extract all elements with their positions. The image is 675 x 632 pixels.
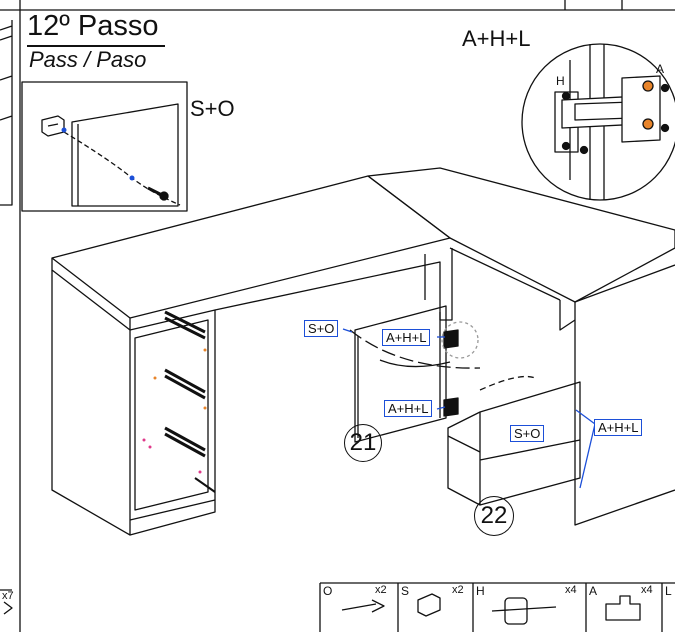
callout-so-drawer: S+O — [510, 425, 545, 442]
title-underline — [27, 45, 165, 47]
step-title: 12º Passo — [27, 10, 159, 42]
hw-qty-a: x4 — [641, 584, 653, 596]
desk-top-right — [367, 167, 675, 303]
detail-block — [41, 115, 65, 137]
detail-ahl-label: A+H+L — [462, 26, 531, 51]
hw-letter-h: H — [476, 584, 485, 598]
callout-ahl-top: A+H+L — [382, 329, 431, 346]
hardware-table-grid — [319, 582, 675, 632]
edge-qty: x7 — [2, 590, 14, 602]
drawer-number-badge: 22 — [474, 496, 514, 536]
hw-letter-s: S — [401, 584, 410, 598]
detail-panel — [71, 103, 179, 207]
hw-qty-s: x2 — [452, 584, 464, 596]
door-panel — [354, 305, 447, 443]
callout-ahl-mid: A+H+L — [384, 400, 433, 417]
detail-so-label: S+O — [190, 96, 235, 121]
callout-ahl-right: A+H+L — [594, 419, 643, 436]
callout-so-left: S+O — [304, 320, 339, 337]
detail-a-label: A — [656, 62, 665, 76]
hw-letter-l: L — [665, 584, 672, 598]
hw-letter-a: A — [589, 584, 598, 598]
detail-inset-frame — [21, 81, 188, 212]
door-number-badge: 21 — [344, 424, 382, 462]
hinge-detail-circle — [521, 43, 675, 201]
detail-h-label: H — [556, 74, 565, 88]
hw-letter-o: O — [323, 584, 333, 598]
hw-qty-o: x2 — [375, 584, 387, 596]
desk-top-left — [51, 175, 451, 319]
step-subtitle: Pass / Paso — [29, 47, 147, 72]
hw-qty-h: x4 — [565, 584, 577, 596]
